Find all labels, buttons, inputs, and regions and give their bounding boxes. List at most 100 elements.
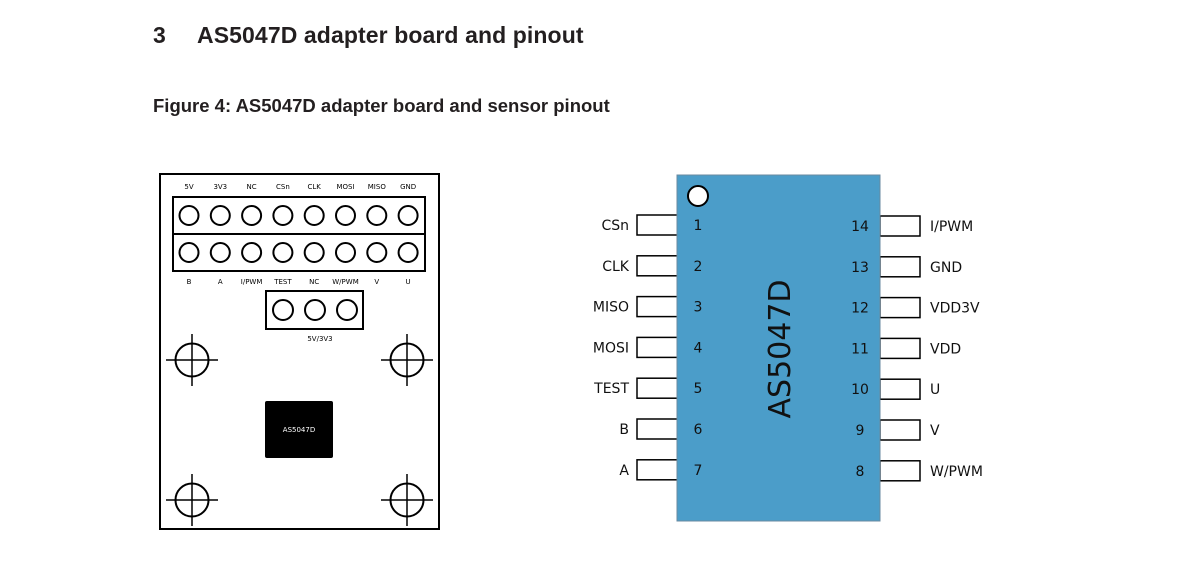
- section-heading: 3 AS5047D adapter board and pinout: [153, 22, 584, 49]
- top-header-label: 3V3: [213, 183, 227, 191]
- header-pin-hole: [303, 205, 325, 226]
- pin-pad-left: [636, 255, 679, 277]
- header-pin-hole: [335, 242, 356, 263]
- top-header-label: GND: [400, 183, 416, 191]
- pin-number-right: 13: [851, 260, 869, 276]
- left-pin-numbers: 1 2 3 4 5 6 7: [694, 218, 703, 479]
- section-title: AS5047D adapter board and pinout: [197, 22, 584, 48]
- pin-pad-left: [636, 295, 679, 318]
- bottom-header-holes: [178, 242, 419, 263]
- pin-pad-right: [879, 419, 921, 441]
- jumper-pin-hole: [336, 299, 358, 321]
- pin-number-left: 5: [694, 381, 703, 397]
- right-pins: I/PWM GND VDD3V VDD U V W/PWM: [879, 215, 983, 482]
- bottom-header-label: V: [374, 278, 379, 286]
- pin-name-right: VDD: [930, 341, 961, 357]
- pin-number-right: 9: [856, 423, 865, 439]
- header-pin-hole: [272, 205, 294, 226]
- jumper-pin-hole: [304, 299, 326, 321]
- header-pin-hole: [397, 242, 419, 263]
- pin-name-left: CSn: [601, 218, 629, 234]
- header-pin-hole: [241, 205, 263, 226]
- header-pin-hole: [209, 242, 231, 263]
- header-pin-hole: [366, 205, 388, 226]
- header-pin-hole: [335, 205, 356, 226]
- pin-name-left: MISO: [593, 300, 629, 316]
- pin-name-right: VDD3V: [930, 301, 980, 317]
- mounting-hole-icon: [381, 474, 433, 526]
- chip-name: AS5047D: [763, 279, 798, 418]
- pin-pad-right: [879, 337, 921, 360]
- pin-number-right: 11: [851, 341, 869, 357]
- pin-pad-left: [636, 214, 679, 236]
- bottom-header-label: I/PWM: [241, 278, 263, 286]
- jumper-label: 5V/3V3: [307, 335, 332, 343]
- pin-pad-right: [879, 256, 921, 278]
- pin-name-right: I/PWM: [930, 219, 973, 235]
- header-pin-hole: [272, 242, 294, 263]
- header-pin-hole: [241, 242, 263, 263]
- pin-number-right: 8: [856, 464, 865, 480]
- header-pin-hole: [303, 242, 325, 263]
- header-pin-hole: [178, 242, 200, 263]
- jumper-pin-hole: [272, 299, 294, 321]
- pin-name-right: U: [930, 382, 940, 398]
- header-pin-hole: [397, 205, 419, 226]
- pin-name-left: CLK: [602, 259, 630, 275]
- bottom-header-label: TEST: [273, 278, 292, 286]
- pin-number-right: 10: [851, 382, 869, 398]
- pin-number-left: 1: [694, 218, 703, 234]
- header-pin-hole: [366, 242, 388, 263]
- board-chip: [265, 401, 333, 458]
- top-header-label: MISO: [368, 183, 387, 191]
- bottom-header-label: W/PWM: [332, 278, 358, 286]
- mounting-hole-icon: [166, 474, 218, 526]
- pin-number-right: 12: [851, 301, 869, 317]
- pin-number-left: 4: [694, 340, 703, 356]
- pin-name-right: W/PWM: [930, 464, 983, 480]
- pin-pad-right: [879, 215, 921, 237]
- section-number: 3: [153, 22, 166, 48]
- header-pin-hole: [209, 205, 231, 226]
- top-header-labels: 5V 3V3 NC CSn CLK MOSI MISO GND: [184, 183, 416, 191]
- pin-number-left: 6: [694, 422, 703, 438]
- jumper-holes: [272, 299, 358, 321]
- bottom-header-label: NC: [309, 278, 319, 286]
- pin-number-left: 7: [694, 463, 703, 479]
- top-header-label: NC: [247, 183, 257, 191]
- pin-number-left: 3: [694, 300, 703, 316]
- mounting-holes: [166, 334, 433, 526]
- pin-pad-right: [879, 460, 921, 482]
- board-outline: [159, 173, 440, 530]
- jumper-header: [265, 290, 364, 330]
- pin-name-left: MOSI: [593, 340, 629, 356]
- bottom-header-label: A: [218, 278, 223, 286]
- top-header-label: CSn: [276, 183, 290, 191]
- mounting-hole-icon: [381, 334, 433, 386]
- header-pin-hole: [178, 205, 200, 226]
- bottom-header-label: U: [406, 278, 411, 286]
- board-chip-label: AS5047D: [283, 426, 315, 434]
- pin-number-left: 2: [694, 259, 703, 275]
- pin-pad-left: [636, 459, 679, 481]
- pin-name-right: V: [930, 423, 940, 439]
- top-header-label: CLK: [308, 183, 322, 191]
- pin-name-right: GND: [930, 260, 962, 276]
- top-header-label: MOSI: [336, 183, 354, 191]
- figure-caption: Figure 4: AS5047D adapter board and sens…: [153, 95, 610, 116]
- mounting-hole-icon: [166, 334, 218, 386]
- pin-pad-right: [879, 378, 921, 400]
- pin1-marker: [687, 185, 709, 207]
- pin-name-left: A: [619, 463, 629, 479]
- right-pin-numbers: 14 13 12 11 10 9 8: [851, 219, 869, 480]
- chip-body: [676, 174, 881, 522]
- top-header-label: 5V: [184, 183, 193, 191]
- pin-pad-left: [636, 377, 679, 399]
- pin-pad-left: [636, 418, 679, 440]
- pin-number-right: 14: [851, 219, 869, 235]
